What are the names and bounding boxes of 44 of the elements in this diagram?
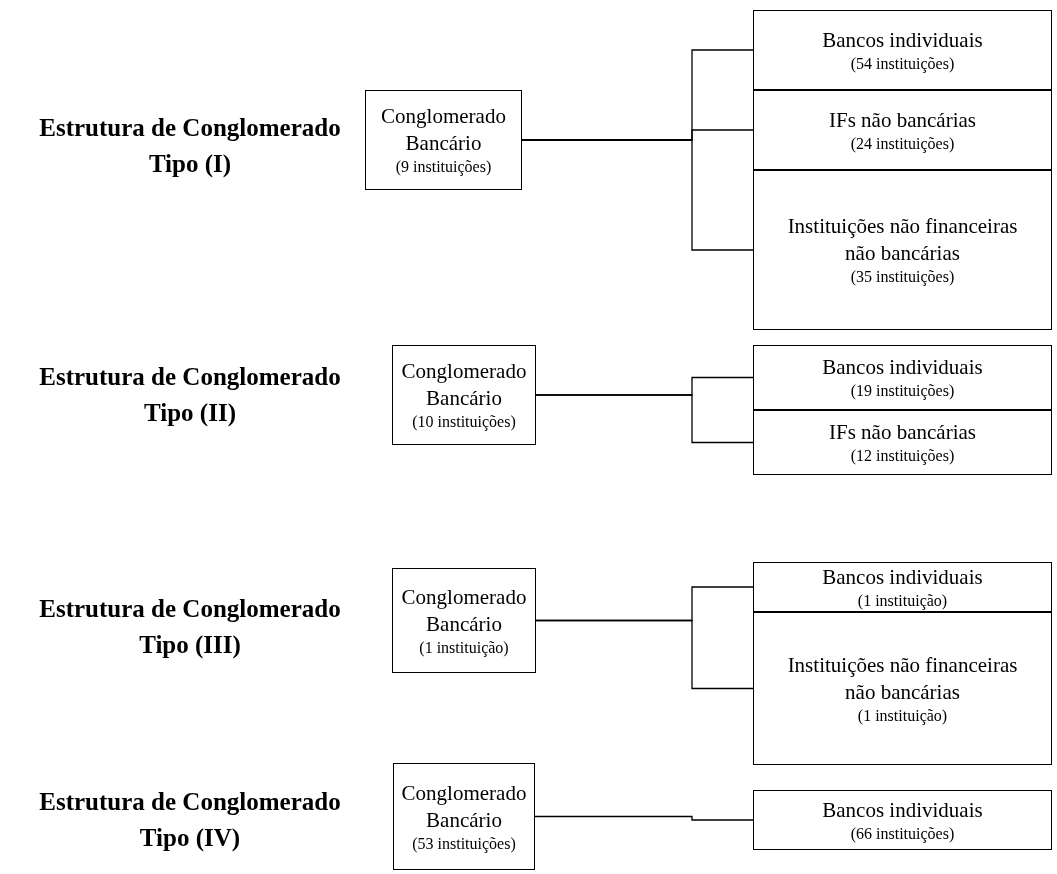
box-title: Conglomerado Bancário	[400, 583, 528, 638]
box-title: Conglomerado Bancário	[380, 103, 507, 157]
connector-line	[535, 619, 754, 690]
box-title: Bancos individuais	[821, 563, 984, 591]
institution-box	[753, 562, 1052, 612]
box-title: Bancos individuais	[821, 26, 984, 54]
institution-count: (1 instituição)	[857, 705, 948, 726]
institution-count: (10 instituições)	[412, 412, 516, 432]
institution-count: (66 instituições)	[850, 823, 955, 844]
box-title: IFs não bancárias	[828, 106, 977, 134]
institution-box	[392, 345, 536, 445]
box-title: Conglomerado Bancário	[400, 779, 528, 834]
institution-box	[393, 763, 535, 870]
structure-title: Estrutura de Conglomerado Tipo (IV)	[38, 787, 342, 853]
box-title: IFs não bancárias	[828, 419, 977, 446]
institution-box	[753, 90, 1052, 170]
institution-box	[753, 170, 1052, 330]
institution-box	[753, 345, 1052, 410]
box-title: Bancos individuais	[821, 796, 984, 824]
institution-count: (35 instituições)	[850, 267, 955, 287]
structure-title: Estrutura de Conglomerado Tipo (II)	[38, 362, 342, 428]
box-title: Bancos individuais	[821, 354, 984, 381]
institution-box	[753, 790, 1052, 850]
box-title: Instituições não financeiras não bancárias	[786, 651, 1019, 706]
institution-count: (19 instituições)	[850, 381, 955, 401]
structure-title: Estrutura de Conglomerado Tipo (III)	[38, 594, 342, 661]
institution-count: (1 instituição)	[419, 637, 509, 658]
connector-line	[535, 394, 754, 444]
institution-count: (1 instituição)	[857, 590, 948, 611]
institution-box	[753, 612, 1052, 765]
box-title: Instituições não financeiras não bancárias	[786, 213, 1019, 267]
institution-count: (54 instituições)	[850, 53, 955, 74]
institution-count: (12 instituições)	[850, 446, 955, 466]
institution-box	[753, 10, 1052, 90]
institution-box	[392, 568, 536, 673]
connector-line	[521, 139, 754, 251]
institution-count: (24 instituições)	[850, 133, 955, 154]
institution-box	[365, 90, 522, 190]
institution-box	[753, 410, 1052, 475]
box-title: Conglomerado Bancário	[400, 358, 528, 412]
institution-count: (9 instituições)	[395, 157, 492, 177]
institution-count: (53 instituições)	[412, 833, 516, 854]
structure-title: Estrutura de Conglomerado Tipo (I)	[38, 113, 342, 179]
connector-line	[534, 815, 754, 821]
